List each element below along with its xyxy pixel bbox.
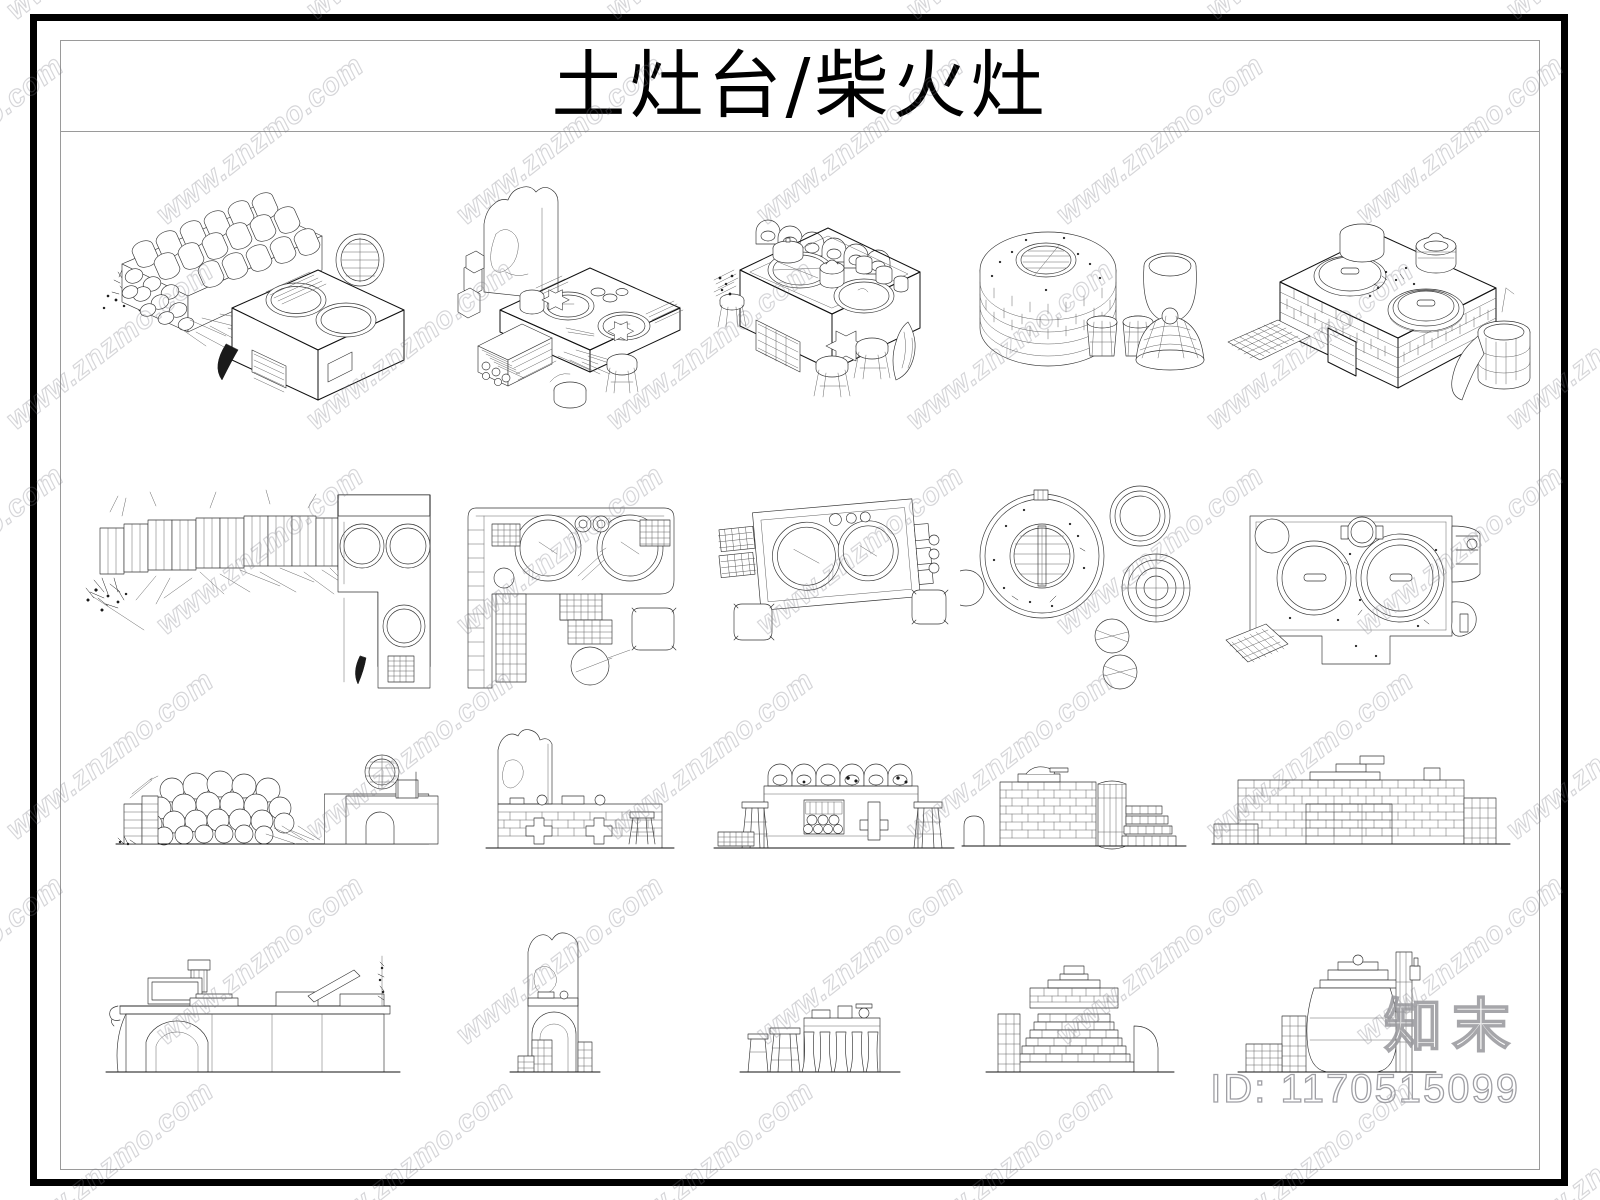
watermark-text: www.znzmo.com xyxy=(299,0,521,27)
axon-stove-with-chimney-hood[interactable] xyxy=(440,160,708,410)
watermark-text: www.znzmo.com xyxy=(1499,0,1600,27)
elev-firewood-pile-with-stove[interactable] xyxy=(60,728,440,858)
row-side-elevations xyxy=(60,922,1540,1082)
elev-arched-hearth-counter[interactable] xyxy=(60,922,440,1082)
watermark-text: www.znzmo.com xyxy=(1199,0,1421,27)
title-band: 土灶台/柴火灶 xyxy=(60,40,1540,132)
elev-stove-with-chimney-hood[interactable] xyxy=(440,728,708,858)
axon-brick-stove-with-water-barrel[interactable] xyxy=(1210,160,1540,410)
row-plan-views xyxy=(60,420,1540,690)
watermark-text: www.znzmo.com xyxy=(0,0,221,27)
elev-domed-brick-stove[interactable] xyxy=(960,922,1210,1082)
row-front-elevations xyxy=(60,728,1540,858)
elev-tall-chimney-section[interactable] xyxy=(440,922,708,1082)
watermark-text: www.znzmo.com xyxy=(899,0,1121,27)
plan-double-wok-brick-stove[interactable] xyxy=(1210,420,1540,690)
sheet-title: 土灶台/柴火灶 xyxy=(551,42,1049,129)
elev-brick-stove-with-barrel[interactable] xyxy=(960,728,1210,858)
plan-double-wok-stove-with-firewood[interactable] xyxy=(708,420,960,690)
row-axonometric-views xyxy=(60,160,1540,410)
plan-l-shaped-double-wok-stove[interactable] xyxy=(440,420,708,690)
axon-round-brick-stove-with-barrels[interactable] xyxy=(960,160,1210,410)
plan-round-stove-with-grate[interactable] xyxy=(960,420,1210,690)
elev-wide-brick-stove[interactable] xyxy=(1210,728,1540,858)
axon-double-wok-stove-with-stools[interactable] xyxy=(708,160,960,410)
watermark-text: www.znzmo.com xyxy=(599,0,821,27)
axon-long-firewood-stack-stove[interactable] xyxy=(60,160,440,410)
elev-stove-with-water-urn[interactable] xyxy=(1210,922,1540,1082)
elev-stove-with-bench-stools[interactable] xyxy=(708,922,960,1082)
plan-long-firewood-stack-counter[interactable] xyxy=(60,420,440,690)
drawing-grid xyxy=(60,132,1540,1170)
elev-double-wok-stove-with-stools[interactable] xyxy=(708,728,960,858)
